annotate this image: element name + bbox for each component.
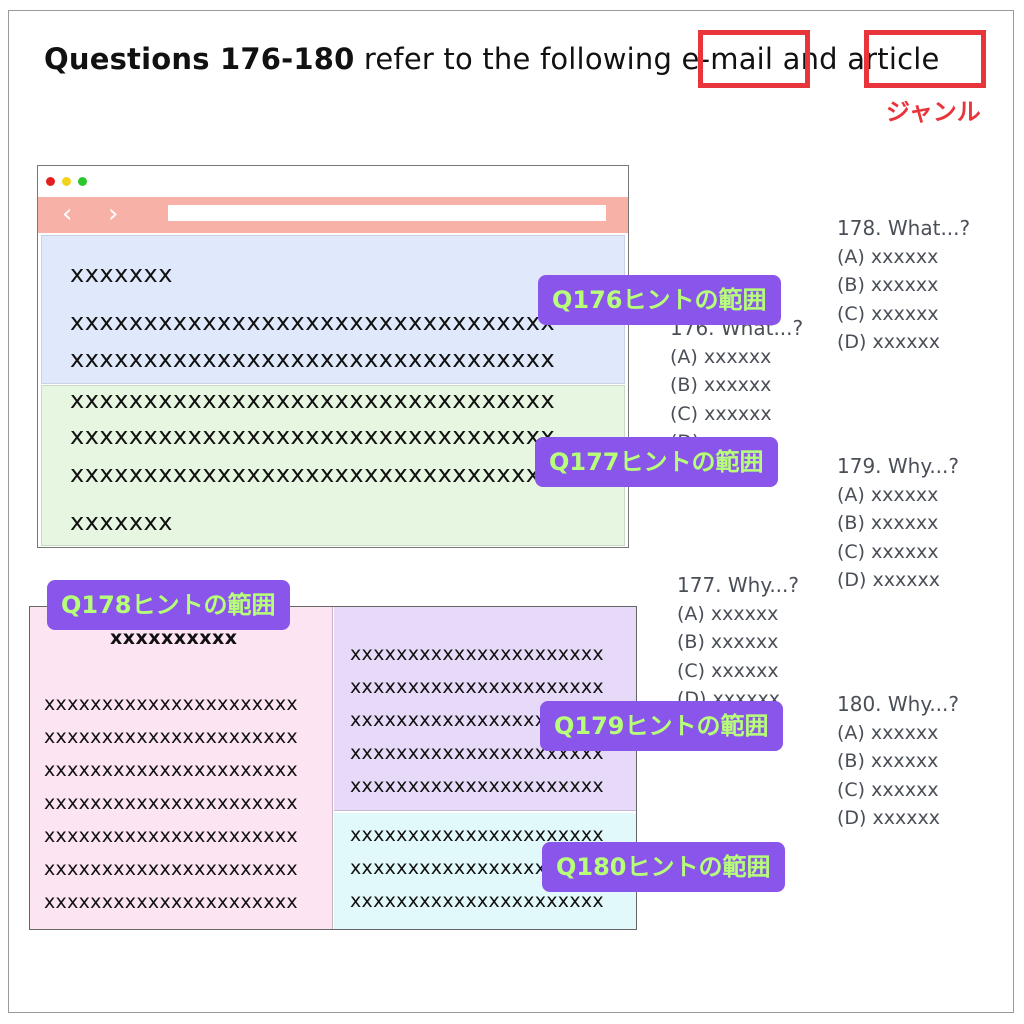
- email-body-pane: xxxxxxxxxxxxxxxxxxxxxxxxxxxxxxxxx xxxxxx…: [41, 385, 625, 546]
- email-text-line: xxxxxxxxxxxxxxxxxxxxxxxxxxxxxxxxx: [70, 386, 556, 414]
- article-text-line: xxxxxxxxxxxxxxxxxxxxxx: [350, 742, 604, 764]
- question-option: (A) xxxxxx: [837, 483, 939, 506]
- question-179: 179. Why...? (A) xxxxxx (B) xxxxxx (C) x…: [837, 452, 959, 595]
- article-text-line: xxxxxxxxxxxxxxxxxxxxxx: [44, 858, 298, 880]
- question-option: (C) xxxxxx: [837, 540, 939, 563]
- article-text-line: xxxxxxxxxxxxxxxxxxxxxx: [350, 775, 604, 797]
- question-180: 180. Why...? (A) xxxxxx (B) xxxxxx (C) x…: [837, 690, 959, 833]
- hint-badge-q180: Q180ヒントの範囲: [542, 842, 785, 892]
- email-text-line: xxxxxxxxxxxxxxxxxxxxxxxxxxxxxxxxx: [70, 422, 556, 450]
- hint-badge-q179: Q179ヒントの範囲: [540, 701, 783, 751]
- email-text-line: xxxxxxxxxxxxxxxxxxxxxxxxxxxxxxxxx: [70, 460, 556, 488]
- question-title: 178. What...?: [837, 216, 971, 240]
- article-text-line: xxxxxxxxxxxxxxxxxxxxxx: [44, 792, 298, 814]
- question-option: (B) xxxxxx: [677, 631, 779, 653]
- question-option: (B) xxxxxx: [837, 512, 939, 534]
- article-text-line: xxxxxxxxxxxxxxxxxxxxxx: [350, 890, 604, 912]
- window-minimize-dot: [62, 177, 71, 186]
- article-text-line: xxxxxxxxxxxxxxxxxxxxxx: [350, 857, 604, 879]
- email-text-line: xxxxxxx: [70, 508, 173, 536]
- question-option: (D) xxxxxx: [837, 569, 940, 591]
- email-highlight-box: [698, 30, 810, 88]
- address-bar: [168, 205, 606, 221]
- article-highlight-box: [864, 30, 986, 88]
- article-text-line: xxxxxxxxxxxxxxxxxxxxxx: [44, 825, 298, 847]
- question-option: (D) xxxxxx: [837, 331, 940, 353]
- email-text-line: xxxxxxx: [70, 260, 173, 288]
- heading-question-range: Questions 176-180: [44, 42, 355, 76]
- page-heading: Questions 176-180 refer to the following…: [44, 42, 940, 76]
- question-option: (D) xxxxxx: [837, 807, 940, 829]
- article-title: xxxxxxxxxx: [110, 627, 238, 649]
- question-option: (B) xxxxxx: [670, 374, 772, 396]
- question-177: 177. Why...? (A) xxxxxx (B) xxxxxx (C) x…: [677, 571, 799, 714]
- question-option: (A) xxxxxx: [677, 602, 779, 625]
- email-header-pane: xxxxxxx xxxxxxxxxxxxxxxxxxxxxxxxxxxxxxxx…: [41, 235, 625, 384]
- browser-toolbar: ‹ ›: [38, 197, 628, 233]
- back-arrow-icon: ‹: [62, 199, 73, 229]
- question-option: (C) xxxxxx: [677, 659, 779, 682]
- question-option: (C) xxxxxx: [837, 778, 939, 801]
- article-text-line: xxxxxxxxxxxxxxxxxxxxxx: [44, 759, 298, 781]
- hint-badge-q177: Q177ヒントの範囲: [535, 437, 778, 487]
- genre-label: ジャンル: [886, 98, 981, 126]
- window-maximize-dot: [78, 177, 87, 186]
- article-text-line: xxxxxxxxxxxxxxxxxxxxxx: [44, 891, 298, 913]
- question-option: (C) xxxxxx: [670, 402, 772, 425]
- question-title: 179. Why...?: [837, 454, 960, 478]
- question-option: (B) xxxxxx: [837, 274, 939, 296]
- outer-frame: [8, 10, 1014, 1013]
- question-title: 180. Why...?: [837, 692, 960, 716]
- question-option: (C) xxxxxx: [837, 302, 939, 325]
- email-window: ‹ › xxxxxxx xxxxxxxxxxxxxxxxxxxxxxxxxxxx…: [37, 165, 629, 548]
- hint-badge-q178: Q178ヒントの範囲: [47, 580, 290, 630]
- question-178: 178. What...? (A) xxxxxx (B) xxxxxx (C) …: [837, 214, 970, 357]
- hint-badge-q176: Q176ヒントの範囲: [538, 275, 781, 325]
- article-text-line: xxxxxxxxxxxxxxxxxxxxxx: [44, 726, 298, 748]
- email-text-line: xxxxxxxxxxxxxxxxxxxxxxxxxxxxxxxxx: [70, 345, 556, 373]
- question-option: (A) xxxxxx: [837, 245, 939, 268]
- question-option: (A) xxxxxx: [670, 345, 772, 368]
- article-text-line: xxxxxxxxxxxxxxxxxxxxxx: [350, 676, 604, 698]
- article-left-pane: xxxxxxxxxx xxxxxxxxxxxxxxxxxxxxxx xxxxxx…: [30, 607, 333, 929]
- article-text-line: xxxxxxxxxxxxxxxxxxxxxx: [350, 643, 604, 665]
- question-title: 177. Why...?: [677, 573, 800, 597]
- question-option: (B) xxxxxx: [837, 750, 939, 772]
- forward-arrow-icon: ›: [108, 199, 119, 229]
- heading-text: refer to the following: [354, 42, 682, 76]
- article-text-line: xxxxxxxxxxxxxxxxxxxxxx: [44, 693, 298, 715]
- article-text-line: xxxxxxxxxxxxxxxxxxxxxx: [350, 824, 604, 846]
- question-176: 176. What...? (A) xxxxxx (B) xxxxxx (C) …: [670, 314, 803, 457]
- window-close-dot: [46, 177, 55, 186]
- heading-doc-email: e-mail: [681, 42, 774, 76]
- question-option: (A) xxxxxx: [837, 721, 939, 744]
- heading-conj: and: [773, 42, 848, 76]
- heading-doc-article: article: [847, 42, 940, 76]
- email-text-line: xxxxxxxxxxxxxxxxxxxxxxxxxxxxxxxxx: [70, 308, 556, 336]
